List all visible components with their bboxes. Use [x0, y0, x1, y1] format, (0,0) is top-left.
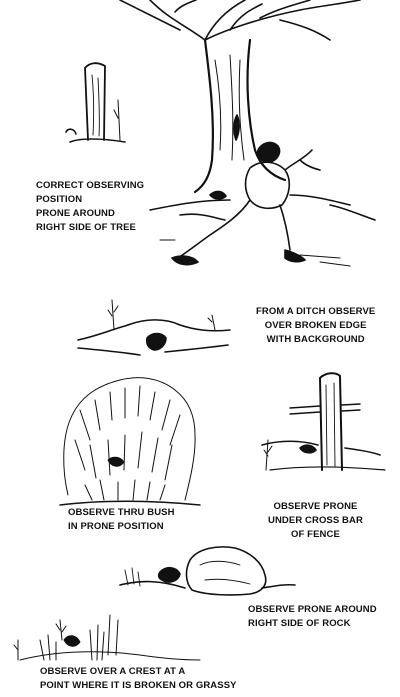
caption-crest-line-1: OBSERVE OVER A CREST AT A — [40, 666, 186, 677]
caption-crest-line-2: POINT WHERE IT IS BROKEN OR GRASSY — [40, 680, 237, 691]
fence-scene-drawing — [261, 372, 386, 471]
caption-crest: OBSERVE OVER A CREST AT A POINT WHERE IT… — [40, 665, 237, 693]
caption-bush-line-2: IN PRONE POSITION — [68, 521, 164, 532]
caption-rock: OBSERVE PRONE AROUND RIGHT SIDE OF ROCK — [248, 603, 377, 631]
caption-fence: OBSERVE PRONE UNDER CROSS BAR OF FENCE — [268, 500, 363, 542]
caption-bush: OBSERVE THRU BUSH IN PRONE POSITION — [68, 506, 175, 534]
caption-fence-line-3: OF FENCE — [291, 529, 340, 540]
caption-tree-line-4: RIGHT SIDE OF TREE — [36, 222, 136, 233]
caption-tree: CORRECT OBSERVING POSITION PRONE AROUND … — [36, 179, 144, 235]
caption-tree-line-3: PRONE AROUND — [36, 208, 115, 219]
tree-scene-drawing — [65, 0, 376, 267]
caption-ditch-line-1: FROM A DITCH OBSERVE — [256, 306, 376, 317]
caption-tree-line-2: POSITION — [36, 194, 83, 205]
rock-scene-drawing — [119, 546, 296, 596]
caption-rock-line-2: RIGHT SIDE OF ROCK — [248, 618, 351, 629]
bush-scene-drawing — [59, 377, 201, 506]
caption-ditch-line-3: WITH BACKGROUND — [266, 334, 365, 345]
caption-ditch: FROM A DITCH OBSERVE OVER BROKEN EDGE WI… — [256, 305, 375, 347]
ditch-scene-drawing — [77, 299, 231, 356]
caption-fence-line-2: UNDER CROSS BAR — [268, 515, 363, 526]
crest-scene-drawing — [13, 614, 201, 661]
caption-bush-line-1: OBSERVE THRU BUSH — [68, 507, 175, 518]
caption-fence-line-1: OBSERVE PRONE — [273, 501, 358, 512]
caption-tree-line-1: CORRECT OBSERVING — [36, 180, 145, 191]
caption-ditch-line-2: OVER BROKEN EDGE — [264, 320, 367, 331]
caption-rock-line-1: OBSERVE PRONE AROUND — [248, 604, 377, 615]
